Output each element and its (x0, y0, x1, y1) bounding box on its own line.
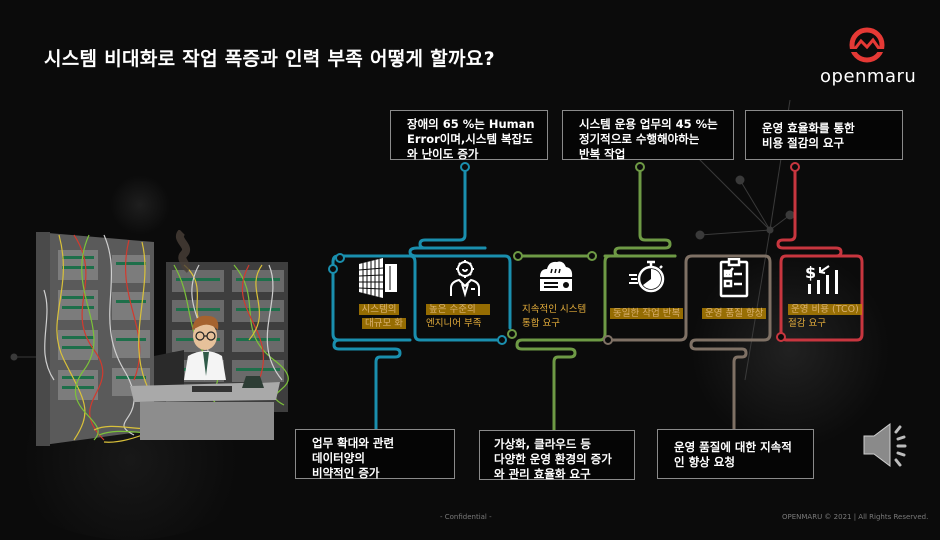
callout-line: 다양한 운영 환경의 증가 (494, 452, 612, 466)
callout-line: 정기적으로 수행해야하는 (579, 132, 700, 146)
cell-label-line: 지속적인 시스템 (522, 304, 587, 315)
callout-cost-reduction: 운영 효율화를 통한 비용 절감의 요구 (745, 110, 903, 160)
callout-line: 와 관리 효율화 요구 (494, 467, 591, 481)
cell-label-line: 동일한 작업 반복 (610, 308, 684, 319)
callout-line: 비용 절감의 요구 (762, 136, 845, 150)
callout-repetitive-work: 시스템 운용 업무의 45 %는 정기적으로 수행해야하는 반복 작업 (562, 110, 734, 161)
cell-label-line: 엔지니어 부족 (426, 318, 482, 329)
callout-line: 비약적인 증가 (312, 466, 380, 480)
callout-line: 가상화, 클라우드 등 (494, 437, 592, 451)
callout-line: 장애의 65 %는 Human (407, 117, 535, 131)
engineer-gear-icon (450, 260, 480, 298)
cell-label-line: 대규모 화 (362, 318, 406, 329)
cell-label-system-scale: 시스템의 대규모 화 (350, 303, 408, 331)
cloud-server-icon (540, 261, 573, 291)
server-room-illustration (36, 230, 289, 446)
cell-label-engineer-shortage: 높은 수준의 엔지니어 부족 (426, 303, 490, 331)
openmaru-logo: openmaru (820, 26, 917, 92)
cell-label-repetition: 동일한 작업 반복 (610, 307, 684, 321)
callout-line: 시스템 운용 업무의 45 %는 (579, 117, 718, 131)
callout-quality-request: 운영 품질에 대한 지속적 인 향상 요청 (657, 429, 814, 479)
brand-name: openmaru (820, 66, 917, 87)
cell-label-line: 시스템의 (358, 304, 400, 315)
cost-down-chart-icon: $ (805, 263, 838, 294)
callout-line: Error이며,시스템 복잡도 (407, 132, 533, 146)
callout-virtualization: 가상화, 클라우드 등 다양한 운영 환경의 증가 와 관리 효율화 요구 (479, 430, 635, 481)
server-building-icon (358, 258, 397, 298)
callout-line: 데이터양의 (312, 451, 365, 465)
copyright-label: OPENMARU © 2021 | All Rights Reserved. (782, 513, 929, 521)
callout-line: 운영 품질에 대한 지속적 (674, 440, 792, 454)
logo-mark-icon (849, 27, 885, 63)
cell-label-line: 통합 요구 (522, 318, 560, 329)
speaker-icon[interactable] (858, 420, 914, 470)
cell-label-integration: 지속적인 시스템 통합 요구 (522, 303, 586, 331)
cell-label-line: 운영 품질 향상 (702, 308, 767, 319)
svg-text:$: $ (805, 263, 816, 282)
cell-label-line: 운영 비용 (TCO) (788, 304, 862, 315)
cell-label-line: 높은 수준의 (426, 304, 490, 315)
callout-data-growth: 업무 확대와 관련 데이터양의 비약적인 증가 (295, 429, 455, 480)
cell-label-line: 절감 요구 (788, 318, 826, 329)
cell-label-tco: 운영 비용 (TCO) 절감 요구 (788, 303, 862, 331)
confidential-label: - Confidential - (440, 513, 492, 521)
callout-human-error: 장애의 65 %는 Human Error이며,시스템 복잡도 와 난이도 증가 (390, 110, 548, 161)
callout-line: 와 난이도 증가 (407, 147, 479, 161)
callout-line: 업무 확대와 관련 (312, 436, 395, 450)
callout-line: 운영 효율화를 통한 (762, 121, 855, 135)
callout-line: 반복 작업 (579, 147, 626, 161)
stopwatch-icon (629, 260, 665, 293)
callout-line: 인 향상 요청 (674, 455, 735, 469)
cell-label-quality: 운영 품질 향상 (702, 307, 767, 321)
page-title: 시스템 비대화로 작업 폭증과 인력 부족 어떻게 할까요? (44, 48, 495, 70)
clipboard-checklist-icon (719, 258, 749, 298)
